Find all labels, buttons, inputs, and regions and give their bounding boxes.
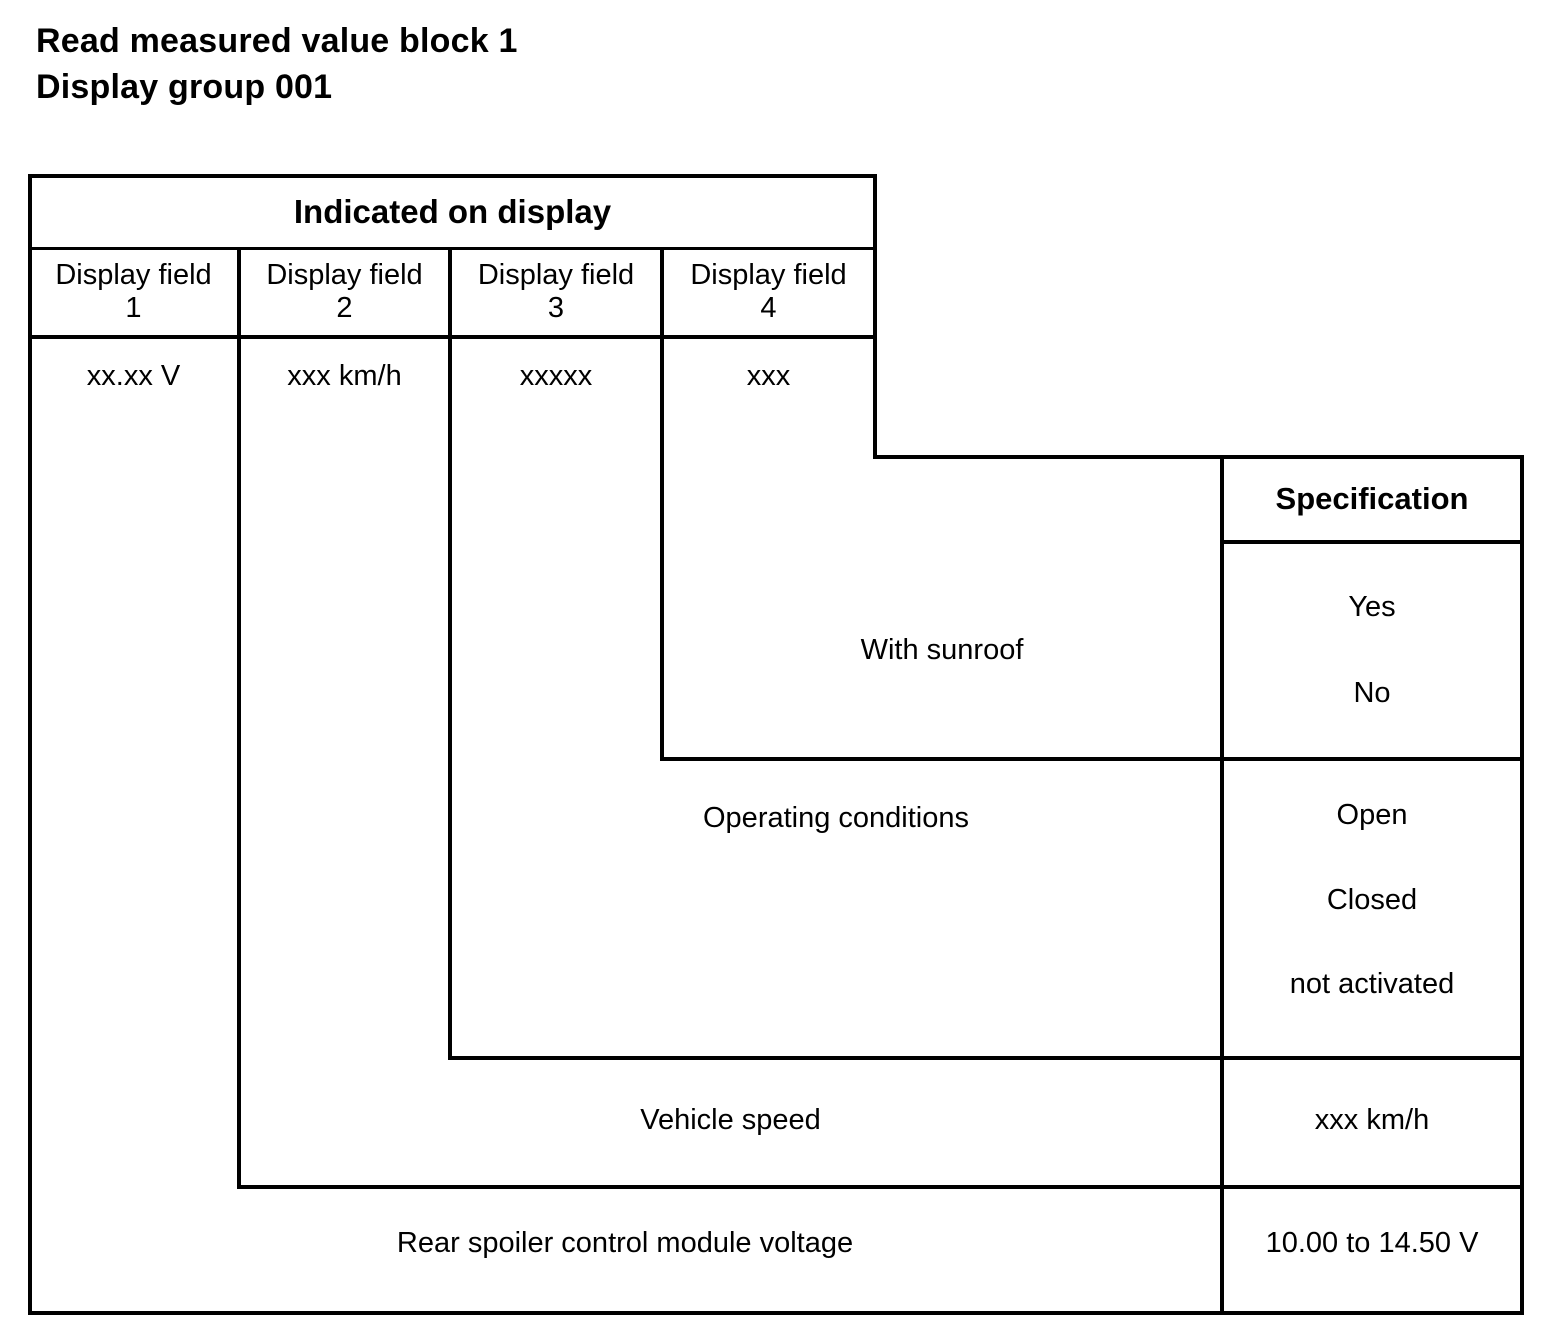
- with-sunroof-label: With sunroof: [860, 633, 1024, 666]
- column-header-display-field-1: Display field 1: [30, 249, 237, 335]
- rear-spoiler-voltage-spec-value: 10.00 to 14.50 V: [1265, 1227, 1479, 1260]
- row-spec-vehicle-speed: xxx km/h: [1224, 1060, 1520, 1185]
- row-spec-rear-spoiler-voltage: 10.00 to 14.50 V: [1224, 1189, 1520, 1311]
- row-spec-with-sunroof: Yes No: [1224, 544, 1520, 757]
- display-field-2-number: 2: [336, 292, 353, 324]
- border-top-spec-block: [873, 455, 1524, 459]
- display-field-1-label: Display field: [55, 258, 212, 291]
- rear-spoiler-voltage-label: Rear spoiler control module voltage: [396, 1227, 854, 1260]
- display-field-1-number: 1: [125, 292, 142, 324]
- display-field-1-value: xx.xx V: [86, 360, 181, 393]
- page-title: Read measured value block 1 Display grou…: [36, 18, 936, 110]
- row-description-with-sunroof: With sunroof: [664, 544, 1220, 757]
- display-field-4-value: xxx: [746, 360, 791, 393]
- border-right-display-block: [873, 174, 877, 459]
- row-description-rear-spoiler-voltage: Rear spoiler control module voltage: [30, 1189, 1220, 1311]
- operating-conditions-spec-not-activated: not activated: [1289, 968, 1455, 1001]
- group-header-indicated-on-display: Indicated on display: [30, 176, 875, 247]
- title-line-1: Read measured value block 1: [36, 22, 518, 60]
- border-top-display-block: [28, 174, 877, 178]
- with-sunroof-spec-yes: Yes: [1348, 591, 1396, 624]
- rule-under-with-sunroof: [660, 757, 1524, 761]
- spec-column-header-label: Specification: [1275, 480, 1469, 516]
- vehicle-speed-label: Vehicle speed: [640, 1103, 821, 1136]
- display-field-2-label: Display field: [266, 258, 423, 291]
- rule-under-vehicle-speed: [237, 1185, 1524, 1189]
- operating-conditions-spec-closed: Closed: [1326, 883, 1418, 916]
- rule-col-3-4: [660, 247, 664, 757]
- with-sunroof-spec-no: No: [1353, 676, 1391, 709]
- rule-under-spec-header: [1220, 540, 1524, 544]
- row-description-vehicle-speed: Vehicle speed: [241, 1060, 1220, 1185]
- operating-conditions-label: Operating conditions: [703, 801, 969, 834]
- rule-under-field-labels: [28, 335, 877, 339]
- display-field-4-value-cell: xxx: [664, 348, 873, 406]
- display-field-2-value-cell: xxx km/h: [241, 348, 448, 406]
- display-field-4-number: 4: [760, 292, 777, 324]
- display-field-3-number: 3: [547, 292, 565, 324]
- column-header-display-field-4: Display field 4: [664, 249, 873, 335]
- column-header-display-field-3: Display field 3: [452, 249, 660, 335]
- border-right-spec-block: [1520, 455, 1524, 1315]
- rule-col-2-3: [448, 247, 452, 1056]
- display-field-1-value-cell: xx.xx V: [30, 348, 237, 406]
- rule-under-operating-conditions: [448, 1056, 1524, 1060]
- operating-conditions-spec-open: Open: [1336, 799, 1408, 832]
- spec-column-header: Specification: [1224, 457, 1520, 540]
- vehicle-speed-spec-value: xxx km/h: [1314, 1103, 1430, 1136]
- display-field-3-value: xxxxx: [519, 360, 593, 393]
- rule-under-group-header: [28, 247, 877, 250]
- display-field-4-label: Display field: [690, 258, 847, 291]
- rule-col-1-2: [237, 247, 241, 1185]
- border-left: [28, 174, 32, 1315]
- group-header-label: Indicated on display: [293, 192, 612, 230]
- title-line-2: Display group 001: [36, 68, 333, 106]
- rule-spec-column: [1220, 455, 1224, 1311]
- display-field-3-label: Display field: [477, 258, 635, 291]
- border-bottom: [28, 1311, 1524, 1315]
- display-field-2-value: xxx km/h: [287, 360, 402, 393]
- row-description-operating-conditions: Operating conditions: [452, 761, 1220, 1056]
- row-spec-operating-conditions: Open Closed not activated: [1224, 761, 1520, 1056]
- display-field-3-value-cell: xxxxx: [452, 348, 660, 406]
- column-header-display-field-2: Display field 2: [241, 249, 448, 335]
